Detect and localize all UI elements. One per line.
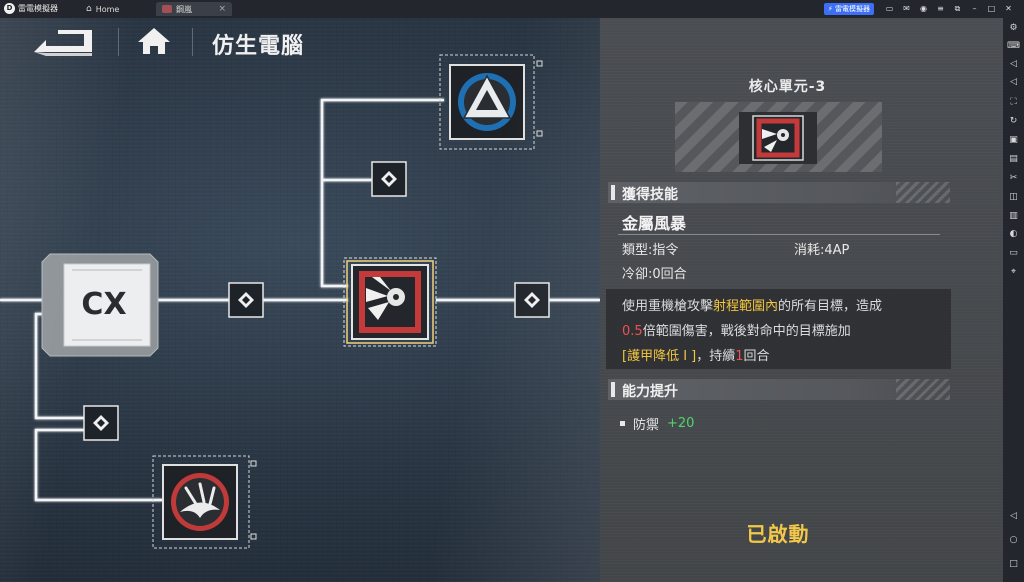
scissors-icon[interactable]: ✂ [1009,173,1018,183]
ability-bonus: 防禦 +20 [620,414,694,433]
tab-home[interactable]: ⌂ Home [80,2,156,16]
game-header: 仿生電腦 [0,18,600,64]
mail-icon[interactable]: ✉ [903,4,910,13]
skill-cost: 消耗:4AP [794,243,850,258]
description-line: [護甲降低 I ]，持續1回合 [622,345,770,364]
skill-description: 使用重機槍攻擊射程範圍內的所有目標，造成 0.5倍範圍傷害，戰後對命中的目標施加… [606,289,951,369]
bullet-icon [620,421,625,426]
header-divider [118,28,119,56]
minimize-icon[interactable]: – [972,4,977,13]
description-line: 0.5倍範圍傷害，戰後對命中的目標施加 [622,320,851,339]
description-value: 1 [735,349,744,364]
close-icon[interactable]: ✕ [1005,4,1012,13]
tab-game-label: 鋼嵐 [176,4,192,14]
back-arrow-icon [34,30,92,56]
multi-window-icon[interactable]: ◫ [1009,192,1018,202]
settings-icon[interactable]: ⚙ [1009,23,1018,33]
skill-section-header: 獲得技能 [608,182,950,203]
app-name: 雷電模擬器 [18,4,58,13]
description-value: 0.5 [622,324,643,339]
description-text: 回合 [743,349,770,364]
skill-cooldown: 冷卻:0回合 [622,267,687,282]
menu-icon[interactable]: ≡ [937,4,944,13]
home-icon [138,28,170,54]
volume-up-icon[interactable]: ◁ [1010,59,1017,69]
tab-close-icon[interactable]: × [218,4,226,14]
description-text: 倍範圍傷害，戰後對命中的目標施加 [642,324,851,339]
app-logo-icon: D [4,3,15,14]
section-marker [611,382,615,397]
gamepad-icon[interactable]: ▭ [885,4,894,13]
rotate-icon[interactable]: ↻ [1009,116,1018,126]
promo-button[interactable]: ⚡ 雷電模擬器 [824,3,874,15]
folder-icon[interactable]: ▭ [1009,248,1018,258]
skill-type: 類型:指令 [622,243,679,258]
ability-section-header: 能力提升 [608,379,950,400]
record-icon[interactable]: ▤ [1009,154,1018,164]
game-scene: 仿生電腦 [0,18,1003,582]
window-controls: ▭ ✉ ◉ ≡ ⧉ – □ ✕ [881,2,1017,16]
description-text: 的所有目標，造成 [778,299,883,314]
import-icon[interactable]: ▥ [1009,211,1018,221]
skill-node-metal-storm[interactable] [343,257,437,347]
bonus-label: 防禦 [633,418,660,433]
root-node-label: CX [81,287,126,322]
keyboard-icon[interactable]: ⌨ [1007,41,1020,51]
back-button[interactable] [32,24,98,58]
link-node[interactable] [371,161,407,197]
skill-section-label: 獲得技能 [622,187,678,203]
skill-tree: CX [0,54,600,549]
description-highlight: [護甲降低 I ] [622,349,697,364]
skill-name: 金屬風暴 [622,214,687,233]
activated-status: 已啟動 [746,522,810,546]
skill-info-panel: 核心單元-3 獲得技能 金屬風暴 類型:指令 消耗:4AP 冷卻: [600,18,1003,582]
skill-node-assault[interactable] [152,455,257,549]
recent-apps-icon[interactable]: □ [1009,559,1018,569]
volume-down-icon[interactable]: ◁ [1010,77,1017,87]
skill-divider [618,234,940,235]
description-text: 使用重機槍攻擊 [622,299,714,314]
restore-icon[interactable]: ⧉ [954,4,961,13]
title-bar: D 雷電模擬器 ⌂ Home 鋼嵐 × ⚡ 雷電模擬器 ▭ ✉ ◉ ≡ ⧉ – … [0,0,1024,18]
sync-icon[interactable]: ◐ [1009,229,1018,239]
screenshot-icon[interactable]: ▣ [1009,135,1018,145]
panel-title: 核心單元-3 [748,79,827,95]
ability-section-label: 能力提升 [622,384,678,400]
user-icon[interactable]: ◉ [920,4,927,13]
machinegun-icon [752,115,804,161]
section-stripes [896,182,950,203]
home-icon[interactable]: ○ [1009,535,1018,545]
fullscreen-icon[interactable]: ⛶ [1010,97,1017,107]
description-line: 使用重機槍攻擊射程範圍內的所有目標，造成 [622,295,882,314]
back-icon[interactable]: ◁ [1010,511,1017,521]
game-icon [162,5,172,13]
section-marker [611,185,615,200]
link-node[interactable] [228,282,264,318]
root-node[interactable] [41,253,159,357]
skill-node-triangle[interactable] [439,54,543,150]
header-divider [192,28,193,56]
maximize-icon[interactable]: □ [987,4,996,13]
location-icon[interactable]: ⌖ [1010,267,1017,277]
section-stripes [896,379,950,400]
app-logo: D 雷電模擬器 [4,3,58,14]
home-icon: ⌂ [86,4,92,14]
tab-home-label: Home [95,4,120,14]
page-title: 仿生電腦 [212,34,305,59]
description-highlight: 射程範圍內 [713,299,779,314]
emulator-sidebar: ⚙ ⌨ ◁ ◁ ⛶ ↻ ▣ ▤ ✂ ◫ ▥ ◐ ▭ ⌖ ◁ ○ □ [1003,18,1024,582]
tab-game[interactable]: 鋼嵐 × [156,2,232,16]
link-node[interactable] [514,282,550,318]
core-unit-icon [739,112,817,164]
home-button[interactable] [134,24,174,58]
bonus-value: +20 [667,416,695,431]
description-text: ，持續 [696,349,736,364]
link-node[interactable] [83,405,119,441]
